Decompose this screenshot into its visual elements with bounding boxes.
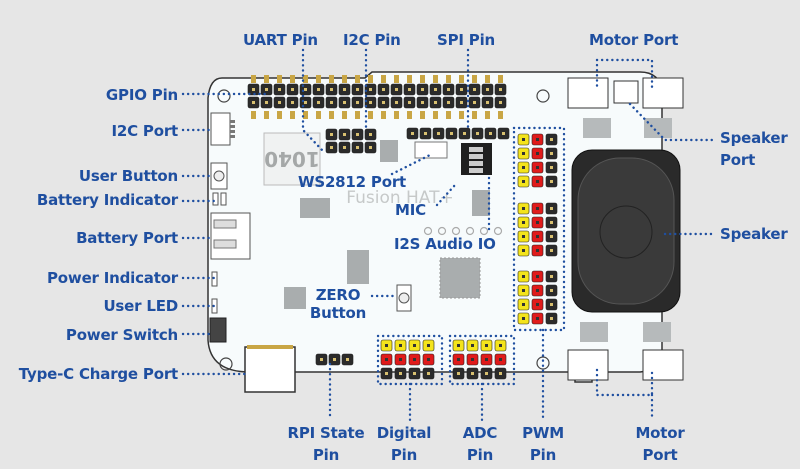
rpi-state-header <box>315 353 354 366</box>
label-battery-port: Battery Port <box>76 229 178 247</box>
leader-lines <box>181 48 717 422</box>
amp-chip <box>472 190 490 216</box>
mounting-hole <box>219 357 233 371</box>
label-gpio-pin: GPIO Pin <box>105 86 178 104</box>
label-uart-pin: UART Pin <box>243 31 318 49</box>
label-power-indicator: Power Indicator <box>47 269 178 287</box>
motor-port-bottom-right <box>642 349 684 381</box>
regulator-chip <box>347 250 369 284</box>
label-power-switch: Power Switch <box>65 326 178 344</box>
small-chip <box>380 140 398 162</box>
power-switch-part[interactable] <box>209 317 227 343</box>
motor-port-top-left <box>567 77 609 109</box>
motor-port-bottom-left <box>567 349 609 381</box>
i2s-hole <box>493 226 503 236</box>
speaker-cone <box>599 205 653 259</box>
type-c-port-connector[interactable] <box>244 346 296 393</box>
label-motor-port-top: Motor Port <box>589 31 679 49</box>
label-spi-pin: SPI Pin <box>437 31 496 49</box>
label-rpi-state-pin: RPI State Pin <box>287 424 365 464</box>
motor-driver-chip <box>580 322 608 342</box>
label-zero-button: ZERO Button <box>309 286 367 322</box>
label-i2s-audio-io: I2S Audio IO <box>394 235 496 253</box>
battery-indicator-led <box>212 192 219 206</box>
label-speaker-port: Speaker Port <box>720 129 788 169</box>
i2s-hole <box>479 226 489 236</box>
label-user-button: User Button <box>78 167 178 185</box>
leader-line <box>376 334 444 386</box>
label-motor-port-bottom: Motor Port <box>635 424 685 464</box>
leader-line <box>390 153 432 176</box>
label-pwm-pin: PWM Pin <box>522 424 564 464</box>
mounting-hole <box>217 89 231 103</box>
leader-line <box>628 102 717 142</box>
mounting-hole <box>536 356 550 370</box>
inductor <box>263 132 321 186</box>
mounting-hole <box>536 89 550 103</box>
inductor-marking: 1040 <box>264 147 320 171</box>
motor-driver-chip <box>643 322 671 342</box>
leader-line <box>435 183 457 207</box>
leader-line <box>595 58 654 92</box>
i2s-audio-holes <box>423 226 503 236</box>
i2s-hole <box>437 226 447 236</box>
label-user-led: User LED <box>103 297 178 315</box>
label-type-c-charge-port: Type-C Charge Port <box>18 365 178 383</box>
label-battery-indicator: Battery Indicator <box>36 191 178 209</box>
adc-header <box>452 339 507 380</box>
mcu-chip <box>284 287 306 309</box>
label-speaker: Speaker <box>720 225 788 243</box>
label-adc-pin: ADC Pin <box>462 424 498 464</box>
label-i2c-port: I2C Port <box>111 122 178 140</box>
digital-header <box>380 339 435 380</box>
speaker-port-connector <box>613 80 639 104</box>
motor-driver-chip <box>644 118 672 138</box>
motor-port-top-right <box>642 77 684 109</box>
uart-i2c-header <box>325 128 377 154</box>
ws2812-port-connector <box>414 141 448 159</box>
i2s-hole <box>451 226 461 236</box>
sop8-chip <box>300 198 330 218</box>
i2s-hole <box>423 226 433 236</box>
main-chip <box>439 257 481 299</box>
leader-line <box>595 368 654 422</box>
spi-header <box>406 127 510 140</box>
label-ws2812-port: WS2812 Port <box>298 173 406 191</box>
label-i2c-pin: I2C Pin <box>343 31 401 49</box>
pwm-header <box>517 133 558 325</box>
board-name: Fusion HAT+ <box>346 188 454 208</box>
label-digital-pin: Digital Pin <box>376 424 432 464</box>
gpio-header <box>247 75 507 119</box>
i2c-port-connector <box>210 112 231 146</box>
leader-line <box>301 48 324 152</box>
label-mic: MIC <box>395 201 426 219</box>
motor-driver-chip <box>583 118 611 138</box>
i2s-hole <box>465 226 475 236</box>
leader-line <box>448 334 516 386</box>
power-indicator-led <box>211 271 218 287</box>
